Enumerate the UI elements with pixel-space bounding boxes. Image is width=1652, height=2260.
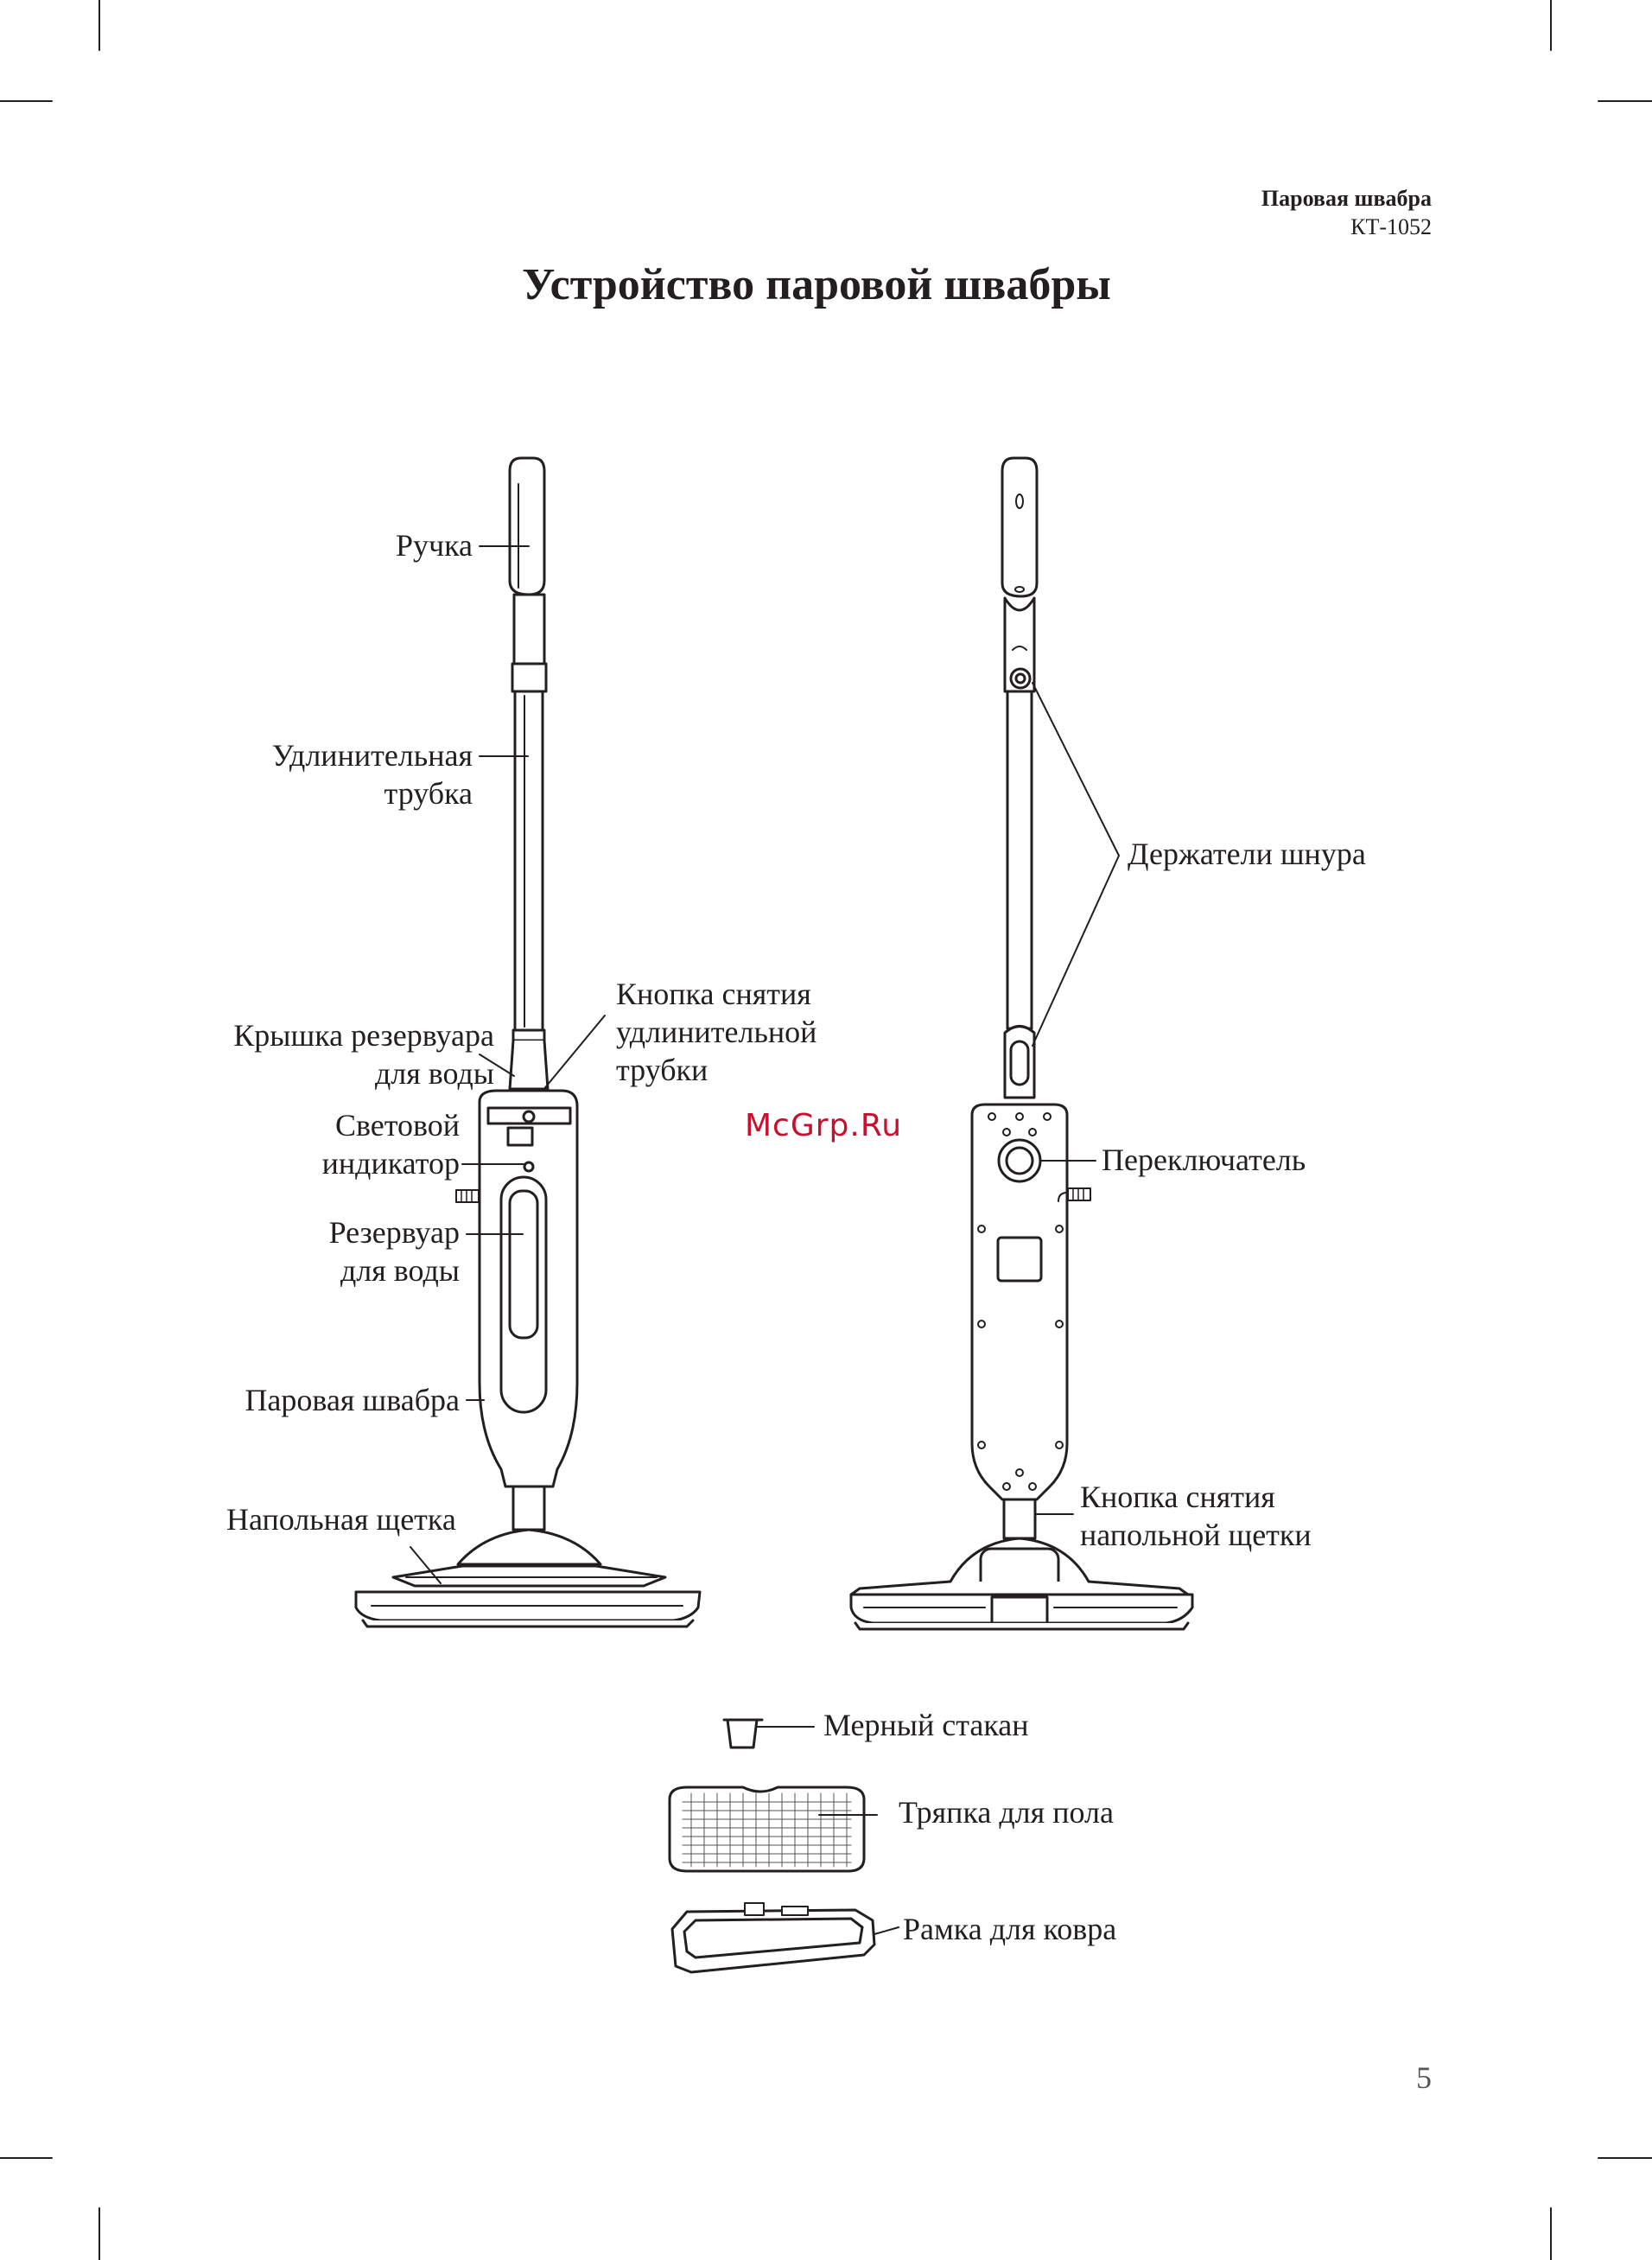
label-brush-release-line1: Кнопка снятия	[1080, 1480, 1275, 1514]
label-carpet-frame: Рамка для ковра	[903, 1912, 1117, 1946]
label-floor-brush: Напольная щетка	[226, 1502, 456, 1537]
leader-lines	[410, 545, 1120, 1935]
watermark: McGrp.Ru	[745, 1108, 903, 1143]
label-indicator-line1: Световой	[334, 1108, 460, 1143]
mop-back-view	[849, 456, 1194, 1631]
label-tube-line2: трубка	[384, 776, 473, 811]
page-title: Устройство паровой швабры	[522, 260, 1111, 309]
label-tank-cap-line2: для воды	[374, 1056, 494, 1091]
label-tank-line2: для воды	[340, 1253, 460, 1288]
label-handle: Ручка	[395, 528, 473, 563]
label-tube-release-line2: удлинительной	[616, 1015, 817, 1049]
carpet-frame-icon	[670, 1902, 876, 1974]
label-indicator-line2: индикатор	[321, 1146, 460, 1181]
label-floor-cloth: Тряпка для пола	[899, 1795, 1114, 1830]
header-product: Паровая швабра	[1261, 186, 1432, 211]
mop-front-view	[354, 456, 702, 1628]
label-tube-release-line1: Кнопка снятия	[616, 977, 811, 1011]
label-tube-line1: Удлинительная	[271, 738, 473, 773]
measuring-cup-icon	[722, 1718, 764, 1749]
label-cord-holders: Держатели шнура	[1128, 837, 1366, 871]
label-tank-line1: Резервуар	[328, 1215, 460, 1250]
floor-cloth-icon	[668, 1786, 866, 1873]
label-tank-cap-line1: Крышка резервуара	[233, 1018, 494, 1053]
header-model: КТ-1052	[1350, 214, 1432, 239]
label-mop-body: Паровая швабра	[245, 1383, 460, 1417]
label-brush-release-line2: напольной щетки	[1080, 1518, 1312, 1552]
label-switch: Переключатель	[1102, 1143, 1306, 1177]
label-tube-release-line3: трубки	[616, 1053, 708, 1087]
page-number: 5	[1416, 2060, 1432, 2095]
label-measuring-cup: Мерный стакан	[823, 1708, 1029, 1742]
